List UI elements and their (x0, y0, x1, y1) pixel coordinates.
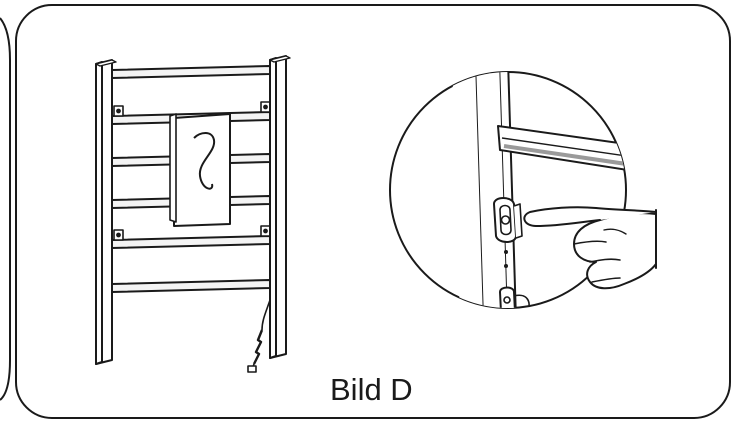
figure-caption: Bild D (330, 372, 413, 407)
detail-magnifier (389, 71, 657, 309)
towel (169, 113, 231, 227)
left-upright (95, 59, 117, 365)
adjacent-panel-edge (0, 17, 11, 401)
towel-squiggle (193, 132, 216, 190)
detail-lower-bracket (499, 286, 530, 308)
pointing-hand-icon (523, 206, 657, 290)
right-upright (269, 55, 291, 359)
detail-bracket (493, 197, 523, 243)
power-cord (247, 299, 271, 373)
